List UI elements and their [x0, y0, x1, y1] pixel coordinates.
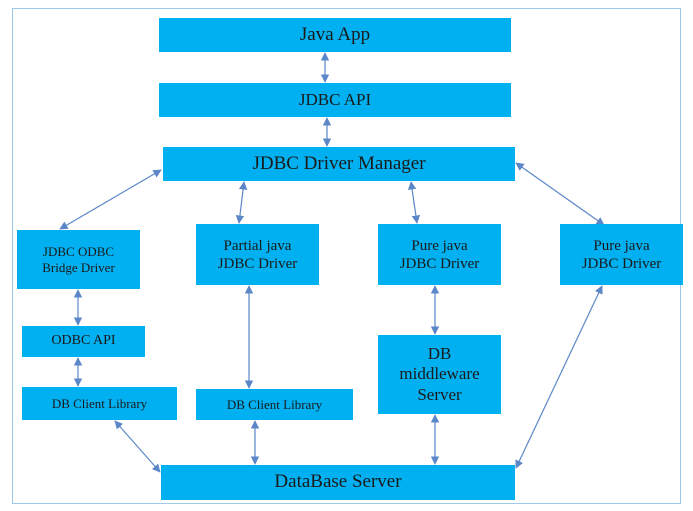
db-client-library-2-box: DB Client Library [196, 389, 353, 420]
odbc-api-label: ODBC API [51, 333, 116, 349]
edge-manager-partial-java [235, 181, 248, 224]
pure-java-jdbc-driver-1-label: Pure java JDBC Driver [399, 237, 480, 272]
database-server-label: DataBase Server [274, 471, 402, 493]
db-client-library-1-label: DB Client Library [51, 395, 148, 411]
database-server-box: DataBase Server [161, 465, 515, 500]
jdbc-api-label: JDBC API [298, 89, 372, 109]
jdbc-odbc-bridge-driver-label: JDBC ODBC Bridge Driver [42, 243, 115, 275]
pure-java-jdbc-driver-1-box: Pure java JDBC Driver [378, 224, 501, 285]
pure-java-jdbc-driver-2-label: Pure java JDBC Driver [581, 237, 662, 272]
edge-manager-odbc-bridge [59, 169, 162, 230]
jdbc-api-box: JDBC API [159, 83, 511, 117]
edge-pure-java-2-database [515, 285, 603, 469]
java-app-box: Java App [159, 18, 511, 52]
edge-client-library-database [114, 420, 161, 473]
db-client-library-1-box: DB Client Library [22, 387, 177, 420]
edge-manager-pure-java-1 [407, 181, 421, 224]
edge-manager-pure-java-2 [515, 162, 605, 226]
pure-java-jdbc-driver-2-box: Pure java JDBC Driver [560, 224, 683, 285]
jdbc-driver-manager-box: JDBC Driver Manager [163, 147, 515, 181]
java-app-label: Java App [299, 23, 371, 45]
db-middleware-server-label: DB middleware Server [399, 343, 480, 404]
db-client-library-2-label: DB Client Library [226, 396, 323, 412]
partial-java-jdbc-driver-box: Partial java JDBC Driver [196, 224, 319, 285]
jdbc-odbc-bridge-driver-box: JDBC ODBC Bridge Driver [17, 230, 140, 289]
odbc-api-box: ODBC API [22, 326, 145, 357]
partial-java-jdbc-driver-label: Partial java JDBC Driver [217, 237, 298, 272]
db-middleware-server-box: DB middleware Server [378, 335, 501, 414]
jdbc-driver-manager-label: JDBC Driver Manager [252, 152, 426, 174]
